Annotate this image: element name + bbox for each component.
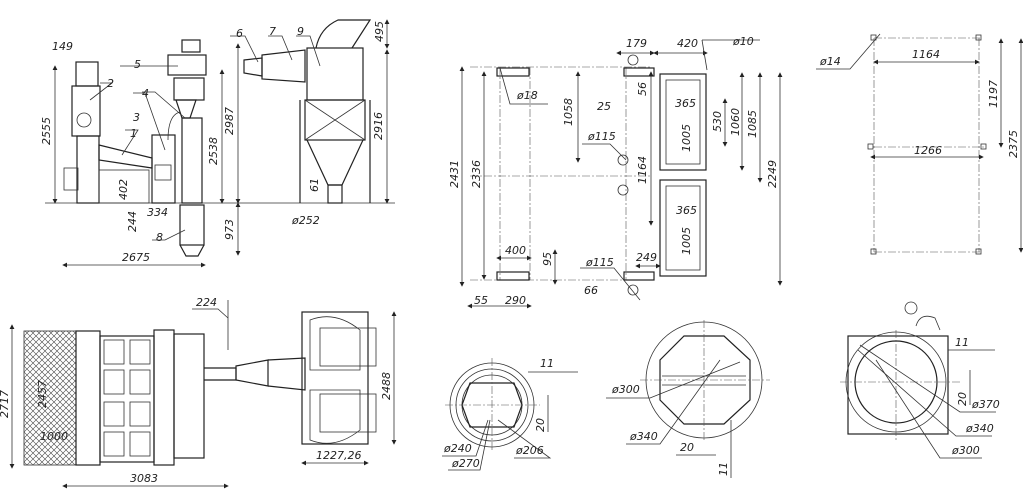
dim-phi340: ø340 — [965, 422, 994, 435]
flange-medium-labels: ø300 ø340 20 11 — [611, 383, 730, 476]
dim-phi270: ø270 — [451, 457, 480, 470]
rotation-direction-icon — [904, 301, 918, 315]
dim-244: 244 — [126, 211, 139, 232]
dim-phi240: ø240 — [443, 442, 472, 455]
flange-medium-view — [606, 320, 770, 478]
dim-179: 179 — [626, 37, 647, 50]
callout-9: 9 — [297, 25, 304, 38]
dim-phi340: ø340 — [629, 430, 658, 443]
dim-56: 56 — [636, 82, 649, 96]
dim-1000: 1000 — [40, 430, 68, 443]
callout-4: 4 — [142, 87, 149, 100]
dim-2457: 2457 — [36, 380, 49, 408]
dim-phi10: ø10 — [732, 35, 754, 48]
dim-2717: 2717 — [0, 390, 11, 418]
dim-149: 149 — [52, 40, 73, 53]
dim-495: 495 — [373, 21, 386, 42]
side-view-labels: 6 7 9 5 2 4 3 1 8 149 2555 402 244 334 2… — [40, 21, 386, 264]
dim-11: 11 — [717, 462, 730, 476]
dim-1266: 1266 — [914, 144, 942, 157]
dim-1085: 1085 — [746, 110, 759, 138]
dim-420: 420 — [677, 37, 698, 50]
callout-2: 2 — [107, 77, 114, 90]
dim-2916: 2916 — [372, 112, 385, 140]
dim-11: 11 — [955, 336, 969, 349]
flange-large-view — [840, 301, 996, 459]
dim-1197: 1197 — [987, 80, 1000, 108]
top-view-labels: 224 2717 2457 1000 3083 2488 1227,26 — [0, 296, 393, 485]
dim-20: 20 — [680, 441, 694, 454]
anchor-plan-labels: ø14 1164 1197 1266 2375 — [819, 48, 1020, 158]
dim-55: 55 — [474, 294, 488, 307]
frame-view — [459, 39, 783, 309]
dim-phi14: ø14 — [819, 55, 841, 68]
dim-290: 290 — [505, 294, 526, 307]
callout-8: 8 — [156, 231, 163, 244]
dim-1005-bottom: 1005 — [680, 227, 693, 255]
side-view — [45, 19, 395, 268]
dim-66: 66 — [584, 284, 598, 297]
dim-2249: 2249 — [766, 160, 779, 188]
dim-2555: 2555 — [40, 117, 53, 145]
callout-6: 6 — [236, 27, 243, 40]
dim-20: 20 — [534, 418, 547, 432]
flange-large-labels: 11 20 ø370 ø340 ø300 — [951, 336, 1000, 457]
dim-973: 973 — [223, 219, 236, 240]
dim-2336: 2336 — [470, 160, 483, 188]
dim-249: 249 — [636, 251, 657, 264]
dim-95: 95 — [541, 252, 554, 266]
callout-1: 1 — [130, 127, 137, 140]
dim-2375: 2375 — [1007, 130, 1020, 158]
dim-3083: 3083 — [130, 472, 158, 485]
dim-1005-top: 1005 — [680, 124, 693, 152]
dim-20: 20 — [956, 392, 969, 406]
dim-2987: 2987 — [223, 107, 236, 135]
anchor-plan — [816, 33, 1023, 255]
frame-view-labels: ø18 179 420 ø10 1058 25 56 ø115 365 530 … — [448, 35, 779, 307]
dim-1164: 1164 — [636, 156, 649, 184]
callout-7: 7 — [269, 25, 276, 38]
dim-2431: 2431 — [448, 160, 461, 188]
dim-1164: 1164 — [912, 48, 940, 61]
dim-1058: 1058 — [562, 98, 575, 126]
dim-2675: 2675 — [122, 251, 150, 264]
dim-365-top: 365 — [675, 97, 696, 110]
dim-phi18: ø18 — [516, 89, 538, 102]
dim-phi115-bottom: ø115 — [585, 256, 614, 269]
dim-phi370: ø370 — [971, 398, 1000, 411]
dim-334: 334 — [147, 206, 168, 219]
dim-530: 530 — [711, 111, 724, 132]
dim-224: 224 — [196, 296, 217, 309]
dim-1060: 1060 — [729, 108, 742, 136]
dim-phi252: ø252 — [291, 214, 320, 227]
dim-phi300: ø300 — [611, 383, 640, 396]
dim-365-bottom: 365 — [676, 204, 697, 217]
dim-402: 402 — [117, 179, 130, 200]
dim-25: 25 — [597, 100, 611, 113]
dim-1227-26: 1227,26 — [316, 449, 362, 462]
flange-small-view — [442, 358, 578, 471]
callout-5: 5 — [134, 58, 141, 71]
dim-61: 61 — [308, 178, 321, 192]
dim-phi300: ø300 — [951, 444, 980, 457]
top-view — [9, 300, 397, 489]
callout-3: 3 — [133, 111, 140, 124]
dim-phi206: ø206 — [515, 444, 544, 457]
dim-11: 11 — [540, 357, 554, 370]
flange-small-labels: 11 20 ø240 ø270 ø206 — [443, 357, 554, 470]
dim-400: 400 — [505, 244, 526, 257]
dim-2488: 2488 — [380, 372, 393, 400]
dim-2538: 2538 — [207, 137, 220, 165]
dim-phi115-top: ø115 — [587, 130, 616, 143]
